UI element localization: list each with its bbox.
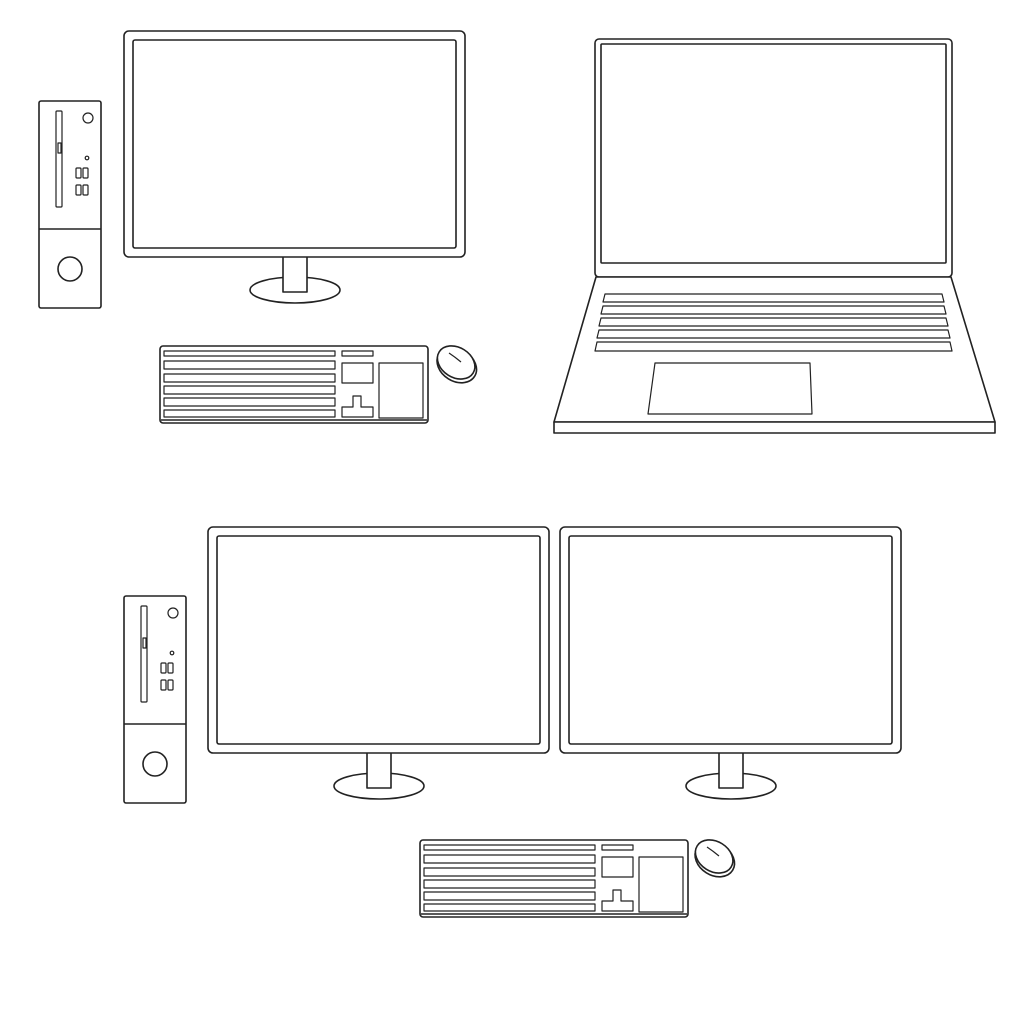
laptop-lid xyxy=(594,38,953,278)
tower-pc xyxy=(38,100,102,309)
keyboard xyxy=(159,345,429,424)
dual-monitor-set xyxy=(123,526,902,918)
tower-pc xyxy=(123,595,187,804)
laptop-trackpad xyxy=(647,362,813,415)
laptop xyxy=(553,38,996,434)
monitor-right xyxy=(559,526,902,800)
desktop-set xyxy=(38,30,484,424)
mouse xyxy=(687,832,742,885)
monitor-left xyxy=(207,526,550,800)
laptop-keyboard xyxy=(594,293,953,352)
keyboard xyxy=(419,839,689,918)
mouse xyxy=(429,338,484,391)
laptop-base xyxy=(553,276,996,434)
monitor xyxy=(123,30,466,304)
